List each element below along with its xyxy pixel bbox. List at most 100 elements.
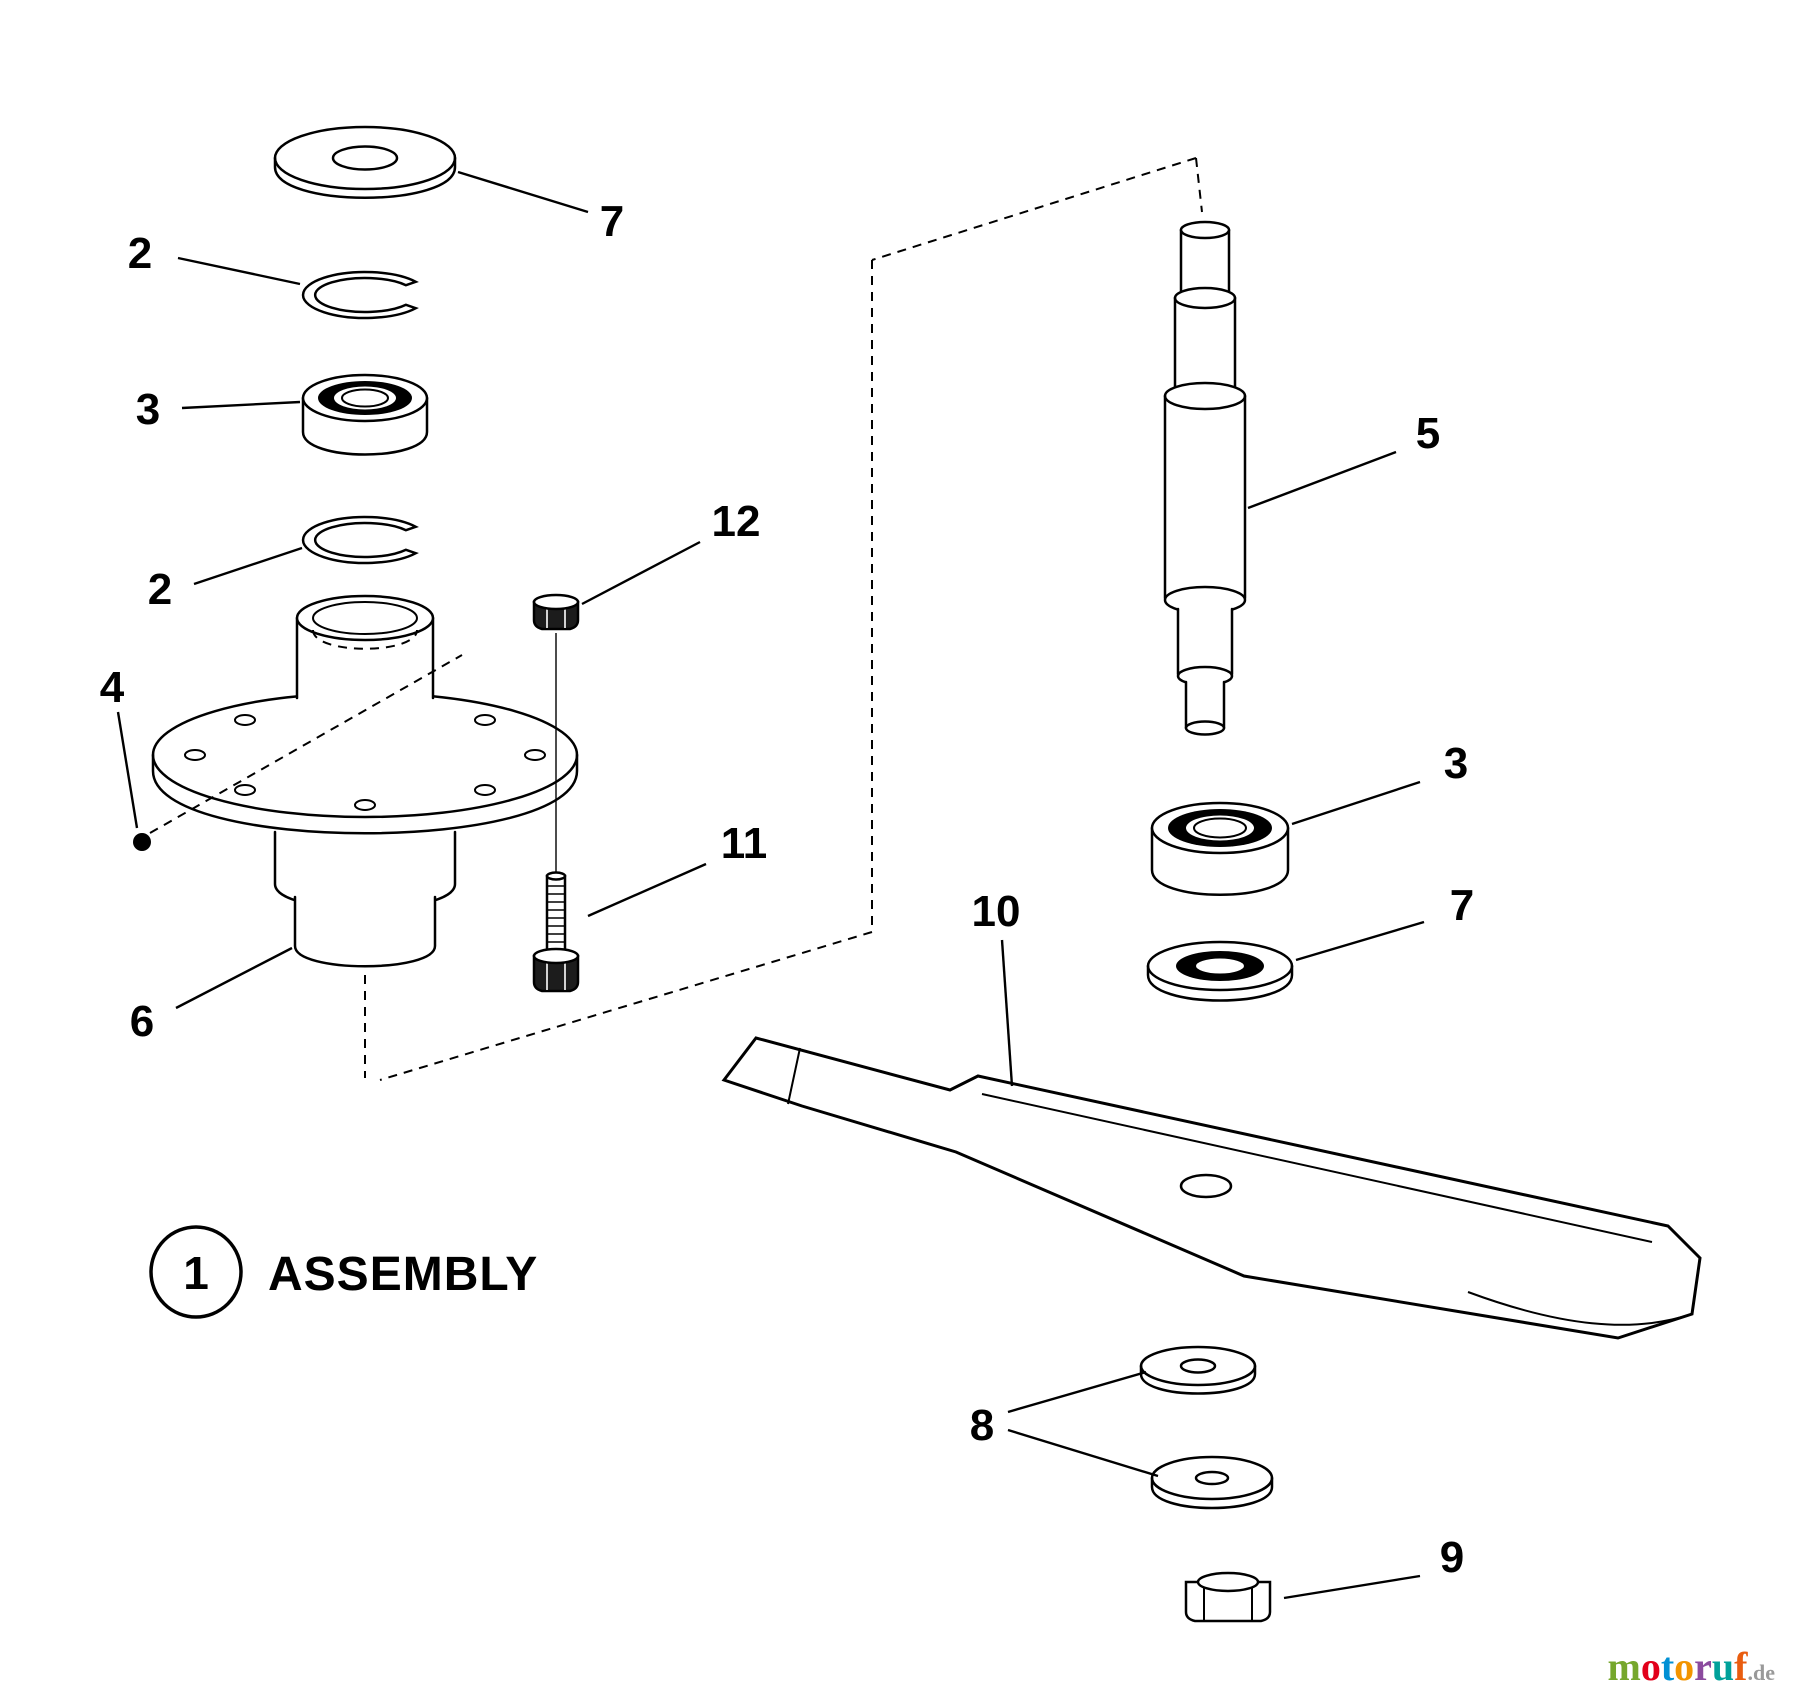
watermark-letter-o1: o [1641,1644,1661,1689]
flange-bolt-hole-6 [234,714,256,726]
assembly-callout-circle [149,1225,243,1319]
washer-right-thickness [1146,964,1294,1002]
part-mower-blade [721,1036,1702,1340]
blade-wing-fold [787,1047,801,1105]
bearing-right-bore [1193,817,1247,839]
shaft-top-face [1179,220,1231,240]
blade-washer-lower-hole [1194,1470,1230,1486]
watermark-letter-t: t [1661,1644,1675,1689]
part-grease-fitting [133,833,151,851]
part-label-bearing-left: 3 [136,385,160,434]
shaft-seg3-sides [1163,394,1247,600]
blade-washer-lower-thickness [1150,1476,1274,1510]
blade-washer-upper-hole [1179,1358,1217,1374]
part-label-blade: 10 [972,887,1021,936]
part-label-washer-top: 7 [600,197,624,246]
hex-nut-body [1184,1580,1272,1623]
part-label-blade-washers: 8 [970,1401,994,1450]
projection-line-top [871,157,1197,261]
housing-tube-bore [312,601,418,635]
bearing-left-body [301,396,429,456]
bolt-tip [545,871,567,881]
hex-nut-facets [1203,1586,1253,1621]
part-flat-washer-top [273,125,457,199]
retaining-ring-lower-shape [301,515,419,565]
leader-3-left [181,400,301,410]
retaining-ring-upper-shape [301,270,419,320]
leader-6 [175,946,293,1010]
part-label-washer-right: 7 [1450,881,1474,930]
part-flat-washer-right [1146,940,1294,1002]
shaft-seg1-sides [1179,228,1231,294]
leader-2-lower [193,546,303,586]
washer-top-hole [331,145,399,171]
part-label-grease-fitting: 4 [100,663,125,712]
watermark-letter-u: u [1712,1644,1734,1689]
leader-4 [116,711,139,829]
watermark-suffix: .de [1748,1660,1776,1685]
shaft-step2 [1163,381,1247,411]
part-label-lock-nut: 12 [712,497,761,546]
shaft-seg4-sides [1176,607,1234,676]
hidden-edge-lines [149,629,463,1078]
watermark-letter-m: m [1608,1644,1641,1689]
part-labels: 7 2 3 2 12 4 11 6 5 3 7 10 8 9 [100,197,1474,1582]
leader-12 [581,540,701,606]
watermark-letter-o2: o [1674,1644,1694,1689]
housing-tube-fill [297,618,433,700]
housing-lower-section-fill [295,880,435,967]
projection-line-shaft-stub [1195,157,1203,213]
assembly-callout: 1 ASSEMBLY [149,1225,537,1319]
projection-lines [379,157,1203,1081]
part-ball-bearing-left [301,373,429,456]
part-label-bolt: 11 [721,819,768,868]
washer-right-hole [1194,956,1246,976]
leader-lines [116,170,1425,1600]
part-label-blade-nut: 9 [1440,1533,1464,1582]
watermark-logo: motoruf.de [1608,1644,1776,1689]
leader-3-right [1291,780,1421,826]
leader-11 [587,862,707,918]
leader-7-right [1295,920,1425,962]
shaft-seg2-sides [1173,296,1237,394]
blade-lift-curve [1467,1291,1693,1326]
flange-bolt-hole-4 [234,784,256,796]
shaft-seg4-fill [1178,604,1232,686]
part-retaining-ring-upper [301,270,419,320]
part-label-housing: 6 [130,997,154,1046]
lock-nut-top [532,593,580,611]
part-label-ring-upper: 2 [128,229,152,278]
grease-fitting-dot [133,833,151,851]
tube-bore-hidden-arc [312,629,418,650]
blade-center-hole [1179,1173,1233,1199]
part-spindle-housing [151,594,579,968]
part-blade-washer-upper [1139,1345,1257,1395]
watermark-letter-f: f [1734,1644,1748,1689]
housing-lower-section [293,895,437,968]
shaft-step1 [1173,286,1237,310]
part-hex-nut [1184,1571,1272,1623]
flange-bolt-hole-5 [184,749,206,761]
housing-tube-sides [295,616,435,700]
leader-8-upper [1007,1370,1147,1414]
leader-7-top [457,170,589,214]
housing-flange-thickness [151,753,579,835]
bearing-right-body [1150,826,1290,896]
part-label-ring-lower: 2 [148,565,172,614]
fitting-axis-line [149,654,463,834]
leader-8-lower [1007,1428,1159,1478]
part-retaining-ring-lower [301,515,419,565]
flange-bolt-hole-1 [524,749,546,761]
part-label-shaft: 5 [1416,409,1440,458]
leader-10 [1000,939,1014,1087]
part-bolt [532,633,580,993]
hex-nut-top [1196,1571,1260,1593]
part-blade-washer-lower [1150,1455,1274,1510]
leader-9 [1283,1574,1421,1600]
leader-5 [1247,450,1397,510]
assembly-callout-number: 1 [183,1247,209,1299]
watermark-letter-r: r [1694,1644,1712,1689]
bolt-head-facets [546,959,566,990]
projection-line-diagonal [379,931,873,1081]
